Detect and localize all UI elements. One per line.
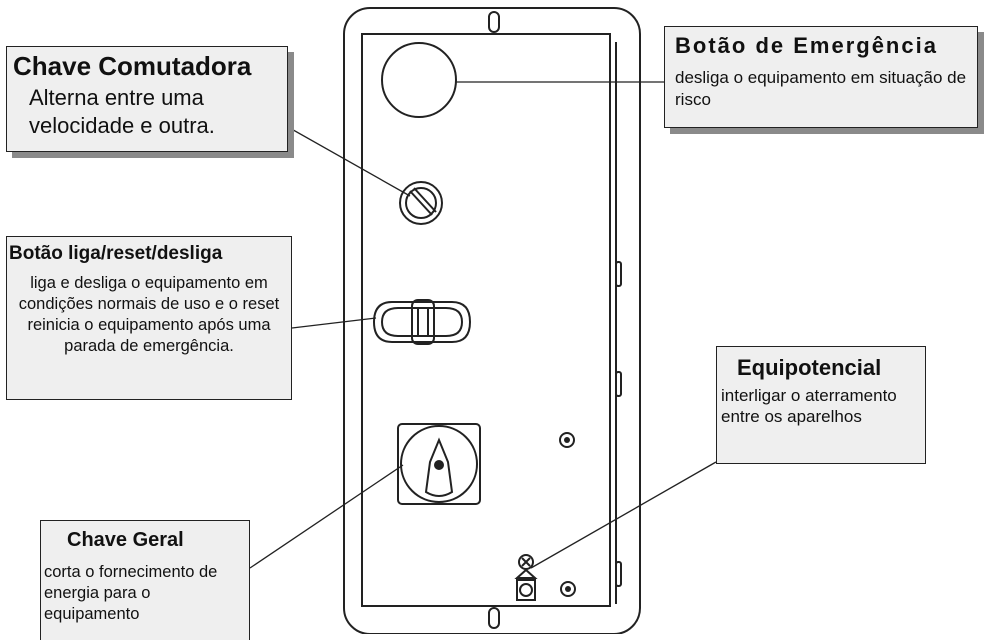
screw-icon — [559, 432, 575, 448]
label-description: desliga o equipamento em situação de ris… — [675, 68, 967, 109]
equipotential-terminal-icon — [514, 554, 538, 601]
label-equipotencial: Equipotencial interligar o aterramento e… — [716, 346, 926, 464]
label-description: corta o fornecimento de energia para o e… — [44, 563, 218, 623]
leader-chave-geral — [249, 464, 404, 569]
main-rotary-switch-icon — [397, 423, 481, 505]
hinge — [615, 371, 622, 397]
top-slot — [488, 11, 500, 33]
hinge — [615, 561, 622, 587]
label-title: Botão de Emergência — [675, 33, 938, 58]
label-title: Chave Geral — [67, 529, 184, 551]
leader-equipotencial — [530, 461, 717, 569]
on-reset-off-switch-icon — [372, 299, 472, 345]
label-chave-comutadora: Chave Comutadora Alterna entre uma veloc… — [6, 46, 288, 152]
bottom-slot — [488, 607, 500, 629]
label-botao-emergencia: Botão de Emergência desliga o equipament… — [664, 26, 978, 128]
emergency-button — [381, 42, 457, 118]
label-botao-liga-reset-desliga: Botão liga/reset/desliga liga e desliga … — [6, 236, 292, 400]
panel-inner — [361, 33, 611, 607]
label-title: Chave Comutadora — [13, 51, 252, 81]
leader-lines — [249, 81, 717, 569]
panel-outer — [343, 7, 641, 634]
screw-icon — [560, 581, 576, 597]
selector-switch-icon — [399, 181, 443, 225]
leader-comutadora — [287, 126, 411, 197]
label-description: interligar o aterramento entre os aparel… — [721, 386, 897, 426]
label-title: Equipotencial — [737, 355, 882, 380]
label-title: Botão liga/reset/desliga — [9, 243, 223, 264]
leader-liga — [291, 317, 377, 329]
hinge — [615, 261, 622, 287]
label-chave-geral: Chave Geral corta o fornecimento de ener… — [40, 520, 250, 640]
label-description: liga e desliga o equipamento em condiçõe… — [18, 274, 280, 355]
label-description: Alterna entre uma velocidade e outra. — [29, 85, 215, 138]
